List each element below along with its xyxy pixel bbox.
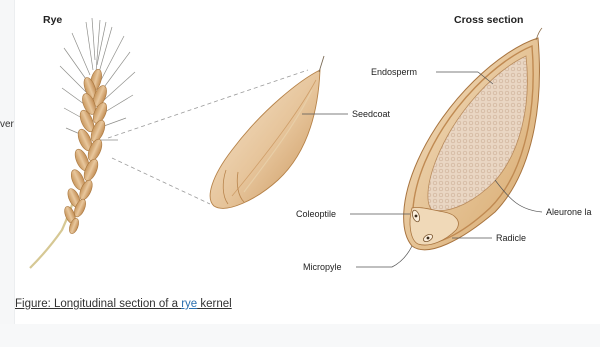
cross-section: [404, 28, 542, 250]
caption-suffix: kernel: [197, 298, 232, 310]
rye-kernel-diagram: Rye Cross section: [0, 0, 600, 300]
caption-prefix: Figure: Longitudinal section of a: [15, 298, 181, 310]
seedcoat-label: Seedcoat: [352, 109, 391, 119]
cross-section-title: Cross section: [454, 14, 523, 26]
aleurone-label: Aleurone la: [546, 207, 592, 217]
rye-link[interactable]: rye: [181, 298, 197, 310]
endosperm-label: Endosperm: [371, 67, 417, 77]
figure-caption: Figure: Longitudinal section of a rye ke…: [15, 298, 232, 310]
micropyle-label: Micropyle: [303, 262, 342, 272]
bottom-band: [0, 324, 600, 347]
radicle-label: Radicle: [496, 233, 526, 243]
rye-title: Rye: [43, 14, 62, 26]
whole-kernel: [210, 56, 324, 208]
coleoptile-label: Coleoptile: [296, 209, 336, 219]
